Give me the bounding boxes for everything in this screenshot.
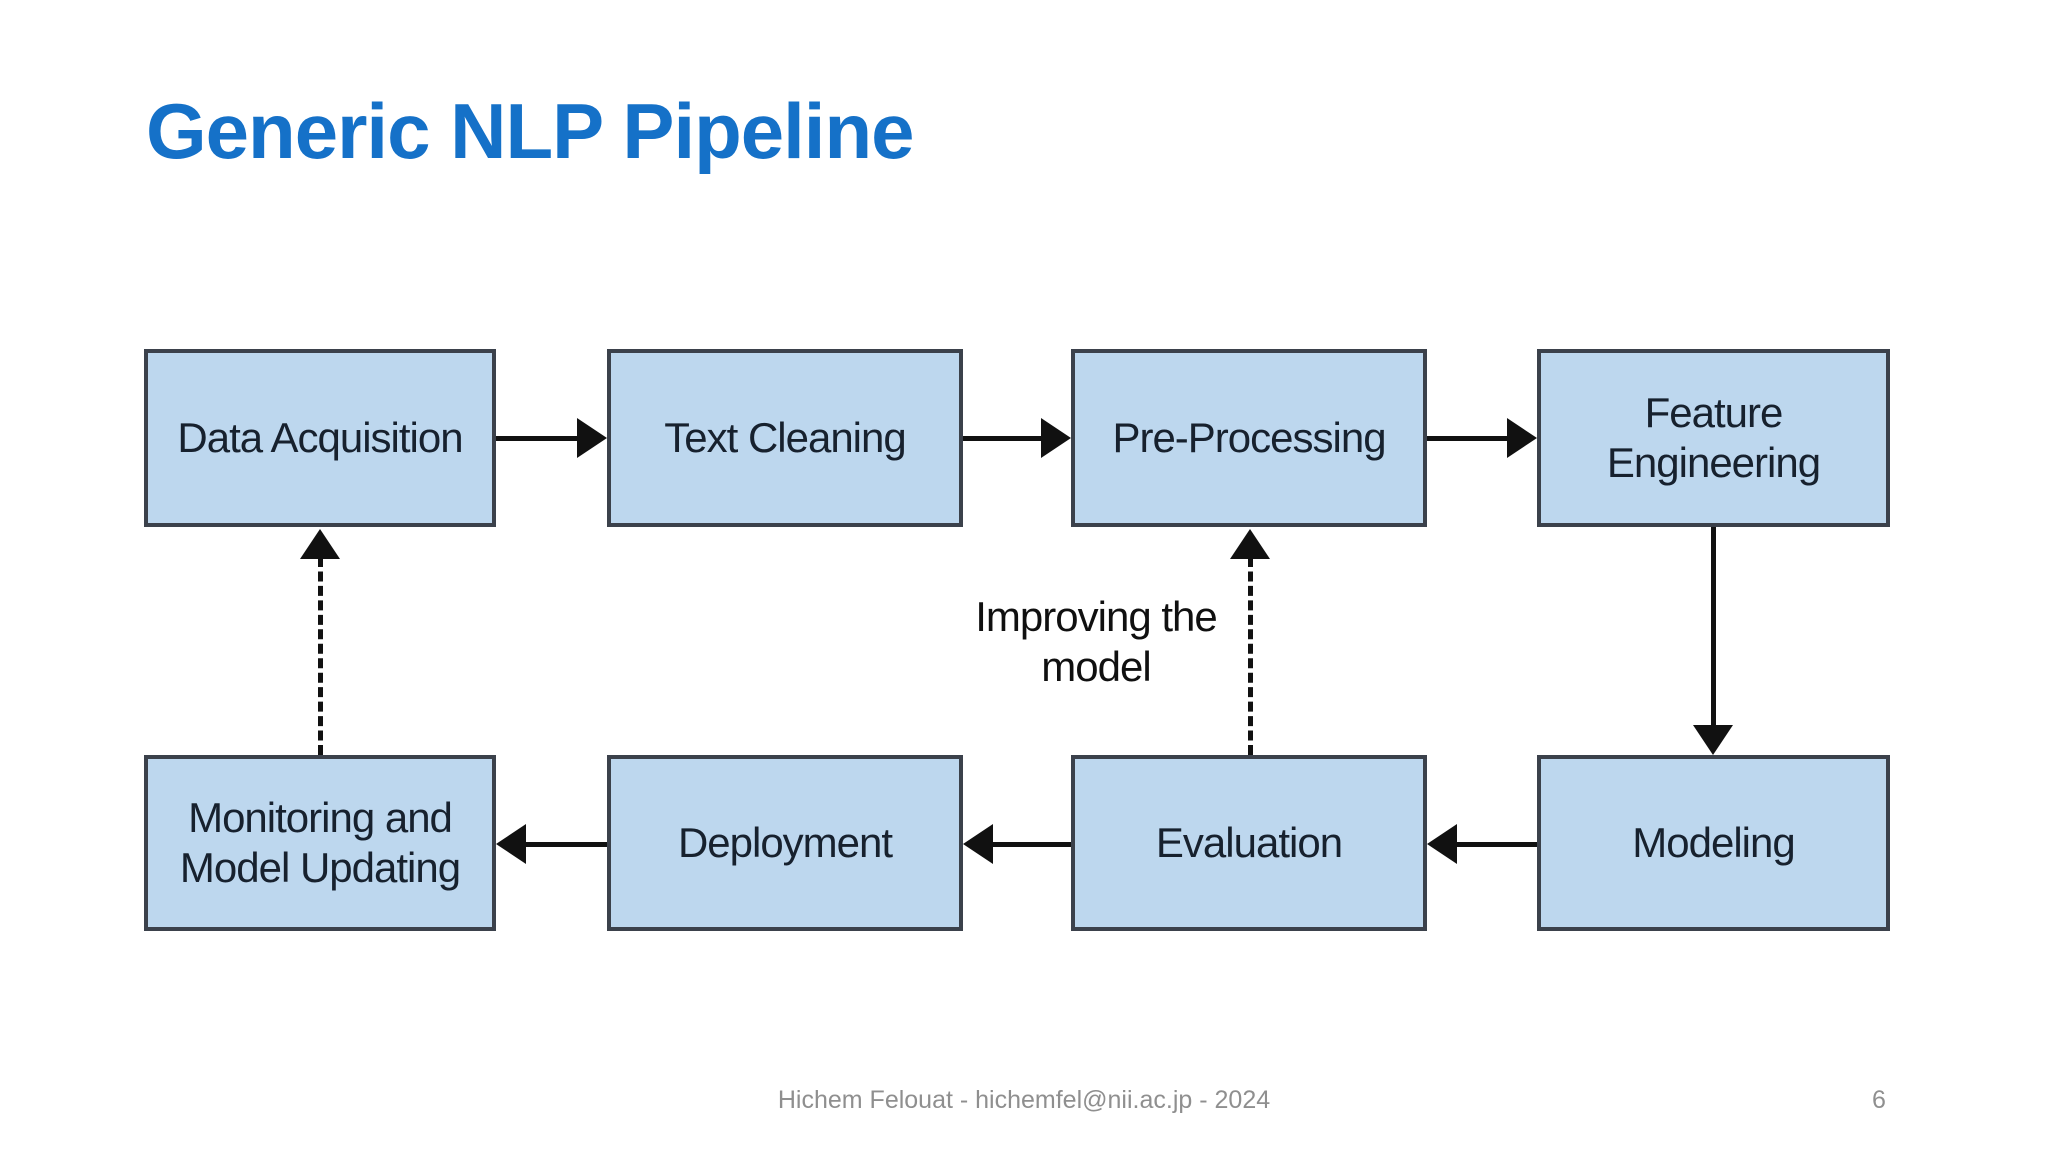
node-monitoring-model-updating: Monitoring and Model Updating bbox=[144, 755, 496, 931]
node-text-cleaning: Text Cleaning bbox=[607, 349, 963, 527]
node-deployment: Deployment bbox=[607, 755, 963, 931]
arrow-evaluation-to-deployment bbox=[963, 824, 1071, 864]
arrow-shaft bbox=[963, 435, 1046, 441]
arrow-deployment-to-monitoring bbox=[496, 824, 607, 864]
node-label: Pre-Processing bbox=[1112, 413, 1386, 461]
node-label: Data Acquisition bbox=[177, 413, 463, 461]
page-number: 6 bbox=[1872, 1086, 1886, 1114]
arrowhead-down-icon bbox=[1693, 725, 1733, 755]
node-label: Evaluation bbox=[1155, 818, 1343, 866]
node-modeling: Modeling bbox=[1537, 755, 1890, 931]
node-label: Feature Engineering bbox=[1606, 388, 1821, 486]
node-label: Modeling bbox=[1632, 818, 1795, 866]
arrow-shaft bbox=[1427, 435, 1512, 441]
arrowhead-right-icon bbox=[577, 418, 607, 458]
arrow-shaft bbox=[496, 435, 582, 441]
improving-the-model-label: Improving the model bbox=[975, 593, 1217, 691]
arrow-pre-processing-to-feature-engineering bbox=[1427, 418, 1537, 458]
arrowhead-right-icon bbox=[1507, 418, 1537, 458]
node-data-acquisition: Data Acquisition bbox=[144, 349, 496, 527]
node-feature-engineering: Feature Engineering bbox=[1537, 349, 1890, 527]
arrow-dashed-evaluation-to-pre-processing bbox=[1230, 527, 1270, 755]
arrow-modeling-to-evaluation bbox=[1427, 824, 1537, 864]
slide-title: Generic NLP Pipeline bbox=[146, 87, 915, 175]
arrow-dashed-monitoring-to-data-acquisition bbox=[300, 527, 340, 755]
node-pre-processing: Pre-Processing bbox=[1071, 349, 1427, 527]
arrow-feature-engineering-to-modeling bbox=[1693, 527, 1733, 755]
arrow-text-cleaning-to-pre-processing bbox=[963, 418, 1071, 458]
arrow-shaft bbox=[1452, 841, 1537, 847]
node-label: Monitoring and Model Updating bbox=[179, 793, 461, 891]
footer-author-text: Hichem Felouat - hichemfel@nii.ac.jp - 2… bbox=[777, 1086, 1271, 1114]
arrowhead-left-icon bbox=[963, 824, 993, 864]
arrowhead-left-icon bbox=[1427, 824, 1457, 864]
arrow-dashed-shaft bbox=[1247, 557, 1253, 755]
node-evaluation: Evaluation bbox=[1071, 755, 1427, 931]
arrow-shaft bbox=[1710, 527, 1716, 729]
arrow-data-acquisition-to-text-cleaning bbox=[496, 418, 607, 458]
arrow-dashed-shaft bbox=[317, 557, 323, 755]
arrow-shaft bbox=[988, 841, 1071, 847]
arrowhead-up-icon bbox=[300, 529, 340, 559]
arrowhead-up-icon bbox=[1230, 529, 1270, 559]
arrow-shaft bbox=[521, 841, 607, 847]
node-label: Text Cleaning bbox=[664, 413, 906, 461]
node-label: Deployment bbox=[677, 818, 893, 866]
arrowhead-left-icon bbox=[496, 824, 526, 864]
arrowhead-right-icon bbox=[1041, 418, 1071, 458]
